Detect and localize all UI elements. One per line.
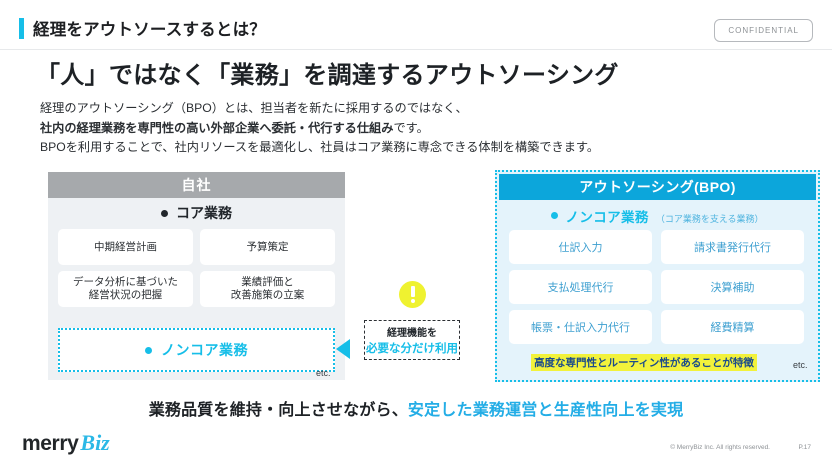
- lead-line-1: 経理のアウトソーシング（BPO）とは、担当者を新たに採用するのではなく、: [40, 101, 468, 115]
- own-core-card-grid: 中期経営計画 予算策定 データ分析に基づいた 経営状況の把握 業績評価と 改善施…: [58, 229, 335, 307]
- own-core-card-line: 予算策定: [246, 240, 289, 253]
- bpo-highlight-text: 高度な専門性とルーティン性があることが特徴: [531, 354, 757, 371]
- bpo-card: 仕訳入力: [509, 230, 652, 264]
- bullet-icon: [161, 209, 168, 217]
- own-noncore-label: ノンコア業務: [161, 342, 248, 358]
- confidential-badge: CONFIDENTIAL: [714, 19, 813, 42]
- lead-line-2-strong: 社内の経理業務を専門性の高い外部企業へ委託・代行する仕組み: [40, 120, 394, 135]
- own-core-card-line: 改善施策の立案: [230, 289, 305, 301]
- footer-accent-bar: [0, 464, 832, 468]
- conclusion-cyan-text: 安定した業務運営と生産性向上を実現: [407, 402, 684, 419]
- bpo-card-label: 支払処理代行: [547, 282, 614, 294]
- own-core-label: コア業務: [48, 203, 345, 223]
- bullet-icon: [145, 346, 152, 354]
- bpo-noncore-label-text: ノンコア業務: [565, 210, 649, 225]
- own-company-panel-header: 自社: [48, 172, 345, 198]
- bpo-card: 帳票・仕訳入力代行: [509, 310, 652, 344]
- bullet-icon: [551, 212, 559, 219]
- header-divider: [0, 49, 832, 50]
- merrybiz-logo: merry Biz: [22, 430, 110, 456]
- center-note-line-2: 必要な分だけ利用: [366, 343, 458, 355]
- bpo-card-label: 請求書発行代行: [694, 242, 771, 254]
- bpo-card-label: 帳票・仕訳入力代行: [531, 322, 630, 334]
- lead-paragraph: 経理のアウトソーシング（BPO）とは、担当者を新たに採用するのではなく、 社内の…: [40, 99, 599, 158]
- page-number: P.17: [798, 444, 811, 451]
- own-etc-label: etc.: [316, 368, 331, 378]
- own-core-card: 予算策定: [200, 229, 335, 265]
- own-core-card-line: 経営状況の把握: [88, 289, 163, 301]
- exclamation-dot: [410, 299, 415, 303]
- bpo-card: 支払処理代行: [509, 270, 652, 304]
- conclusion-line: 業務品質を維持・向上させながら、安定した業務運営と生産性向上を実現: [0, 396, 832, 420]
- logo-secondary-text: Biz: [80, 430, 110, 455]
- bpo-panel: アウトソーシング(BPO) ノンコア業務 （コア業務を支える業務） 仕訳入力 請…: [495, 170, 820, 382]
- logo-primary-text: merry: [22, 432, 79, 455]
- center-note-line-1: 経理機能を: [387, 328, 437, 339]
- own-core-card: 業績評価と 改善施策の立案: [200, 271, 335, 307]
- bpo-noncore-sublabel: （コア業務を支える業務）: [655, 214, 764, 224]
- bpo-card-label: 決算補助: [710, 282, 755, 294]
- own-core-card-line: データ分析に基づいた: [73, 276, 178, 288]
- conclusion-dark-text: 業務品質を維持・向上させながら、: [148, 402, 408, 419]
- bpo-highlight-wrap: 高度な専門性とルーティン性があることが特徴: [499, 354, 789, 371]
- own-core-card-multiline: 業績評価と 改善施策の立案: [231, 276, 305, 302]
- lead-line-2: 社内の経理業務を専門性の高い外部企業へ委託・代行する仕組みです。: [40, 119, 599, 139]
- page-title: 「人」ではなく「業務」を調達するアウトソーシング: [36, 62, 619, 89]
- exclamation-stem: [410, 286, 415, 297]
- slide-eyebrow: 経理をアウトソースするとは？: [19, 16, 266, 40]
- bpo-card-label: 仕訳入力: [558, 242, 603, 254]
- bpo-card: 経費精算: [661, 310, 804, 344]
- lead-line-2-tail: です。: [393, 120, 429, 135]
- eyebrow-label: 経理をアウトソースするとは？: [33, 21, 266, 39]
- bpo-card: 請求書発行代行: [661, 230, 804, 264]
- flow-arrow-left-icon: [336, 339, 350, 359]
- own-noncore-box: ノンコア業務: [58, 328, 335, 372]
- own-core-card: 中期経営計画: [58, 229, 193, 265]
- copyright-text: © MerryBiz Inc. All rights reserved.: [670, 444, 770, 451]
- bpo-card: 決算補助: [661, 270, 804, 304]
- lead-line-3: BPOを利用することで、社内リソースを最適化し、社員はコア業務に専念できる体制を…: [40, 140, 600, 154]
- bpo-etc-label: etc.: [793, 360, 808, 370]
- own-core-card: データ分析に基づいた 経営状況の把握: [58, 271, 193, 307]
- bpo-panel-header: アウトソーシング(BPO): [499, 174, 816, 200]
- bpo-noncore-label: ノンコア業務 （コア業務を支える業務）: [499, 206, 816, 226]
- center-note-box: 経理機能を 必要な分だけ利用: [364, 320, 460, 360]
- bpo-card-grid: 仕訳入力 請求書発行代行 支払処理代行 決算補助 帳票・仕訳入力代行 経費精算: [509, 230, 804, 344]
- own-company-panel: 自社 コア業務 中期経営計画 予算策定 データ分析に基づいた 経営状況の把握 業…: [48, 172, 345, 380]
- bpo-card-label: 経費精算: [710, 322, 755, 334]
- exclamation-icon: [399, 281, 426, 308]
- own-core-label-text: コア業務: [176, 205, 232, 221]
- own-core-card-multiline: データ分析に基づいた 経営状況の把握: [73, 276, 178, 302]
- own-core-card-line: 業績評価と: [241, 276, 294, 288]
- eyebrow-accent-bar: [19, 17, 24, 39]
- own-core-card-line: 中期経営計画: [94, 240, 157, 253]
